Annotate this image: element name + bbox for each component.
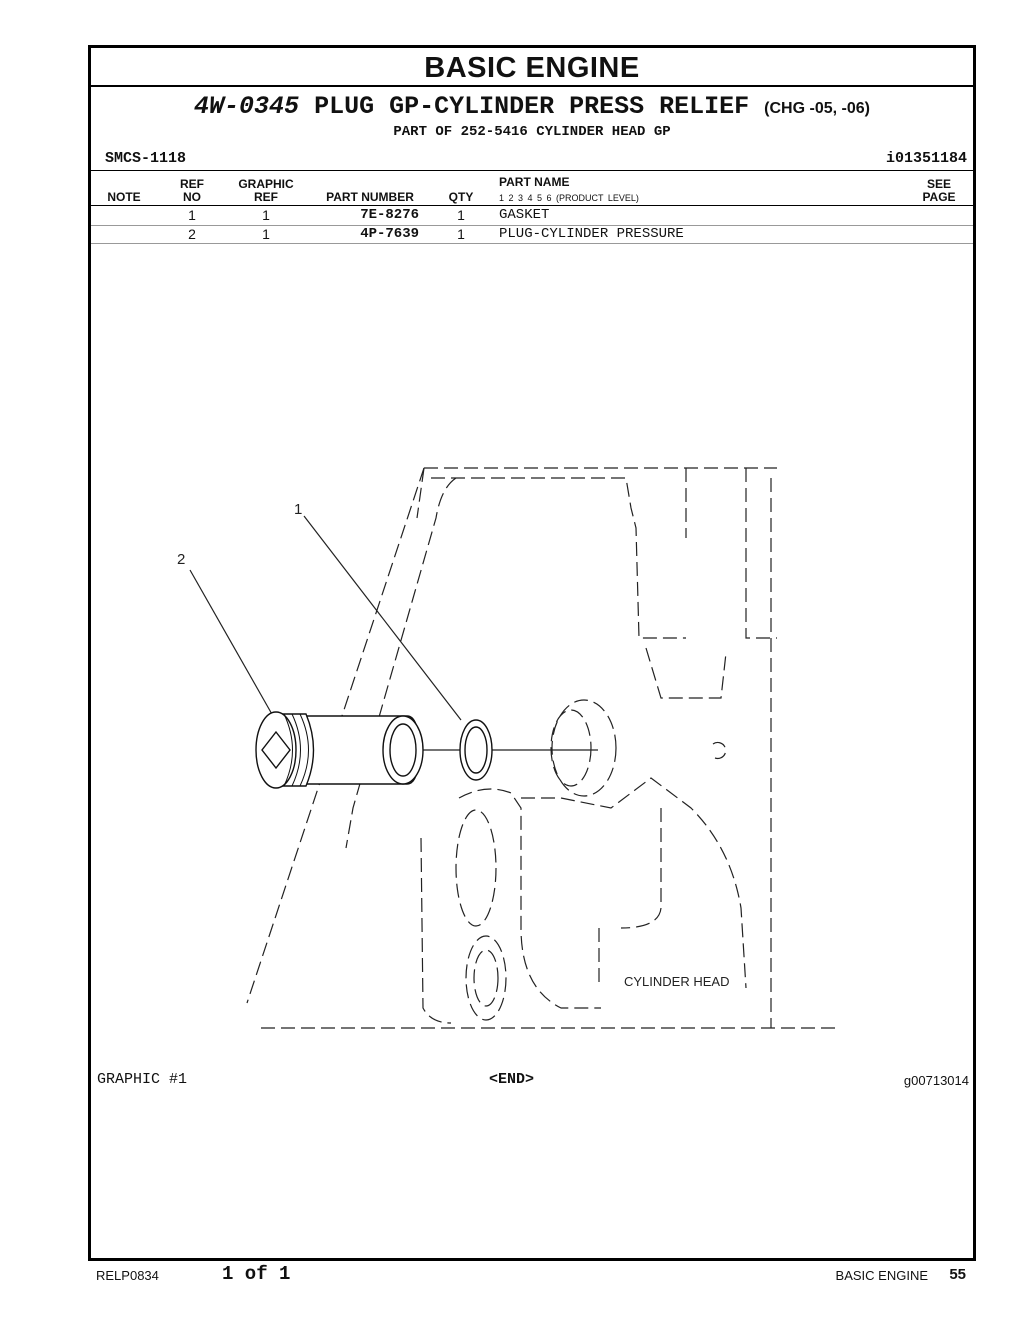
row-divider	[91, 243, 973, 244]
callout-2: 2	[177, 551, 185, 568]
row-ref-no: 2	[188, 226, 196, 242]
header-divider	[91, 170, 973, 171]
col-note: NOTE	[107, 190, 141, 204]
parts-illustration: 1 2 CYLINDER HEAD	[177, 467, 836, 1029]
footer-section: BASIC ENGINE	[835, 1268, 928, 1283]
row-part-name: GASKET	[499, 207, 550, 223]
col-graphic-ref-top: GRAPHIC	[238, 177, 294, 191]
section-title: BASIC ENGINE	[91, 48, 973, 87]
smcs-code: SMCS-1118	[105, 150, 187, 167]
callout-2-leader	[189, 569, 274, 717]
group-name: PLUG GP-CYLINDER PRESS RELIEF	[314, 92, 750, 121]
footer-page-number: 55	[949, 1266, 966, 1283]
plug-part	[255, 711, 424, 789]
col-part-number: PART NUMBER	[326, 190, 414, 204]
row-qty: 1	[457, 226, 465, 242]
col-ref-no-top: REF	[180, 177, 204, 191]
group-part-number: 4W-0345	[194, 92, 300, 121]
part-of-line: PART OF 252-5416 CYLINDER HEAD GP	[393, 124, 671, 140]
document-ident: i01351184	[885, 150, 967, 167]
col-part-name: PART NAME	[499, 175, 570, 189]
callout-1-leader	[303, 515, 462, 721]
columns-divider	[91, 205, 973, 206]
plug-hex-socket-icon	[261, 730, 291, 770]
row-qty: 1	[457, 207, 465, 223]
row-part-number: 4P-7639	[360, 226, 419, 242]
page-frame: BASIC ENGINE 4W-0345 PLUG GP-CYLINDER PR…	[88, 45, 976, 1261]
callout-1: 1	[294, 501, 302, 518]
footer-page-count: 1 of 1	[222, 1263, 291, 1285]
graphic-caption: GRAPHIC #1	[97, 1071, 188, 1088]
group-heading: 4W-0345 PLUG GP-CYLINDER PRESS RELIEF (C…	[91, 92, 973, 121]
end-marker: <END>	[489, 1071, 535, 1088]
graphic-id: g00713014	[903, 1073, 969, 1088]
col-qty: QTY	[448, 190, 474, 204]
row-part-name: PLUG-CYLINDER PRESSURE	[499, 226, 684, 242]
row-divider	[91, 225, 973, 226]
col-graphic-ref-bottom: REF	[254, 190, 278, 204]
row-graphic-ref: 1	[262, 207, 270, 223]
row-ref-no: 1	[188, 207, 196, 223]
row-part-number: 7E-8276	[360, 207, 419, 223]
footer-doc-id: RELP0834	[96, 1268, 159, 1283]
col-see-page-bottom: PAGE	[922, 190, 956, 204]
change-level: (CHG -05, -06)	[764, 100, 870, 117]
gasket-part	[459, 719, 493, 781]
product-levels: 1 2 3 4 5 6 (PRODUCT LEVEL)	[499, 193, 639, 203]
cylinder-head-label: CYLINDER HEAD	[624, 974, 729, 989]
row-graphic-ref: 1	[262, 226, 270, 242]
col-see-page-top: SEE	[926, 177, 951, 191]
col-ref-no-bottom: NO	[183, 190, 201, 204]
